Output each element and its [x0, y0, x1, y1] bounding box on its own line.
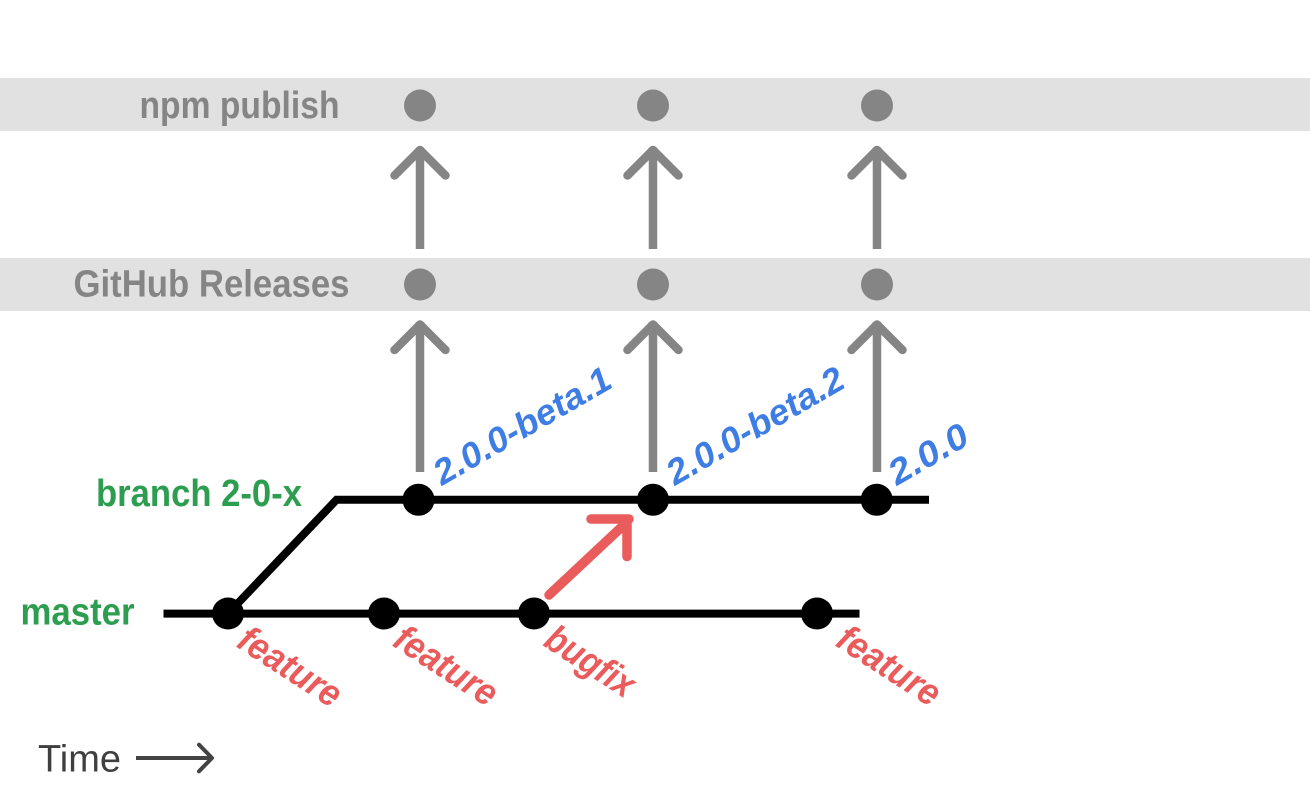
svg-text:feature: feature	[230, 618, 349, 716]
svg-text:2.0.0: 2.0.0	[880, 415, 976, 493]
svg-text:2.0.0-beta.2: 2.0.0-beta.2	[658, 359, 851, 494]
svg-text:npm publish: npm publish	[140, 85, 340, 127]
svg-text:Time: Time	[38, 739, 121, 781]
svg-text:feature: feature	[829, 617, 948, 715]
svg-text:branch 2-0-x: branch 2-0-x	[96, 473, 302, 515]
svg-text:2.0.0-beta.1: 2.0.0-beta.1	[425, 359, 618, 494]
svg-text:GitHub Releases: GitHub Releases	[74, 264, 350, 306]
svg-text:bugfix: bugfix	[537, 617, 644, 707]
svg-text:master: master	[21, 592, 135, 634]
svg-text:feature: feature	[386, 617, 505, 715]
